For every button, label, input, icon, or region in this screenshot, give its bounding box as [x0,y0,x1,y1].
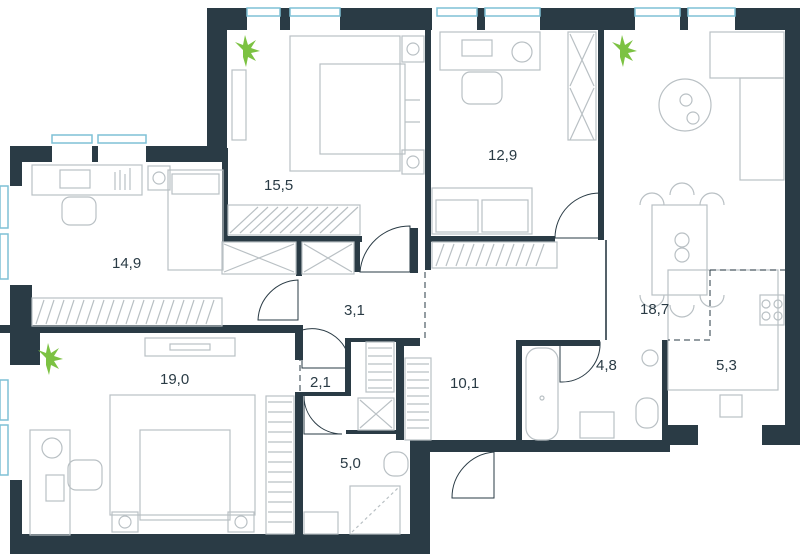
bedroom-left-furniture [31,164,355,327]
sink-icon [719,394,743,418]
bedroom-top-furniture [227,35,425,236]
interior-walls [0,30,668,540]
toilet-icon [383,451,409,477]
dresser-icon [231,69,247,141]
sink-icon [303,511,339,535]
wardrobe-icon [31,297,223,327]
desk-icon [439,31,541,71]
windows [0,7,736,476]
stove-icon [759,294,785,326]
study-furniture [431,31,597,269]
plant-icon [612,35,637,67]
shelf-icon [301,241,355,275]
area-label-master-bedroom: 19,0 [160,371,189,388]
nightstand-icon [147,165,171,191]
area-label-kitchen: 5,3 [716,357,737,374]
shelf-icon [221,241,297,275]
nightstand-icon [111,511,139,533]
bathtub-icon [525,347,559,441]
desk-icon [29,429,71,536]
chair-icon [67,459,103,491]
bed-icon [167,169,224,271]
area-label-hall: 10,1 [450,375,479,392]
area-label-bathroom: 4,8 [596,357,617,374]
shelf-icon [365,341,395,393]
wardrobe-icon [227,204,361,236]
living-furniture [605,31,785,418]
area-label-study: 12,9 [488,147,517,164]
sofa-icon [709,31,785,79]
master-bedroom-furniture [29,337,295,536]
area-label-living-kitchen: 18,7 [640,301,669,318]
coffee-table-icon [658,78,712,132]
bed-icon [109,394,256,516]
sofa-icon [431,187,533,235]
wardrobe-icon [265,395,295,535]
area-label-corridor: 3,1 [344,302,365,319]
outer-walls [10,8,800,554]
dining-table-icon [651,204,708,296]
washing-machine-icon [357,397,395,431]
bed-icon [289,35,401,172]
shelf-icon [404,357,432,441]
wet-areas-furniture [303,341,659,535]
bookcase-icon [567,31,597,141]
shower-icon [349,485,401,535]
tv-stand-icon [144,337,236,357]
area-labels: 15,5 12,9 14,9 3,1 18,7 19,0 2,1 10,1 4,… [112,147,737,472]
toilet-icon [635,397,659,429]
doors [257,192,601,499]
nightstand-icon [227,511,255,533]
nightstand-icon [401,35,425,63]
washing-machine-icon [641,349,659,367]
area-label-bedroom-top: 15,5 [264,177,293,194]
sink-icon [579,411,615,439]
chair-icon [461,71,503,105]
desk-icon [31,164,143,196]
plant-icon [38,343,63,375]
wardrobe-icon [431,241,558,269]
area-label-closet: 2,1 [310,374,331,391]
area-label-shower-room: 5,0 [340,455,361,472]
nightstand-icon [401,149,425,175]
plant-icon [235,35,260,67]
area-label-bedroom-left: 14,9 [112,255,141,272]
chair-icon [61,196,97,226]
